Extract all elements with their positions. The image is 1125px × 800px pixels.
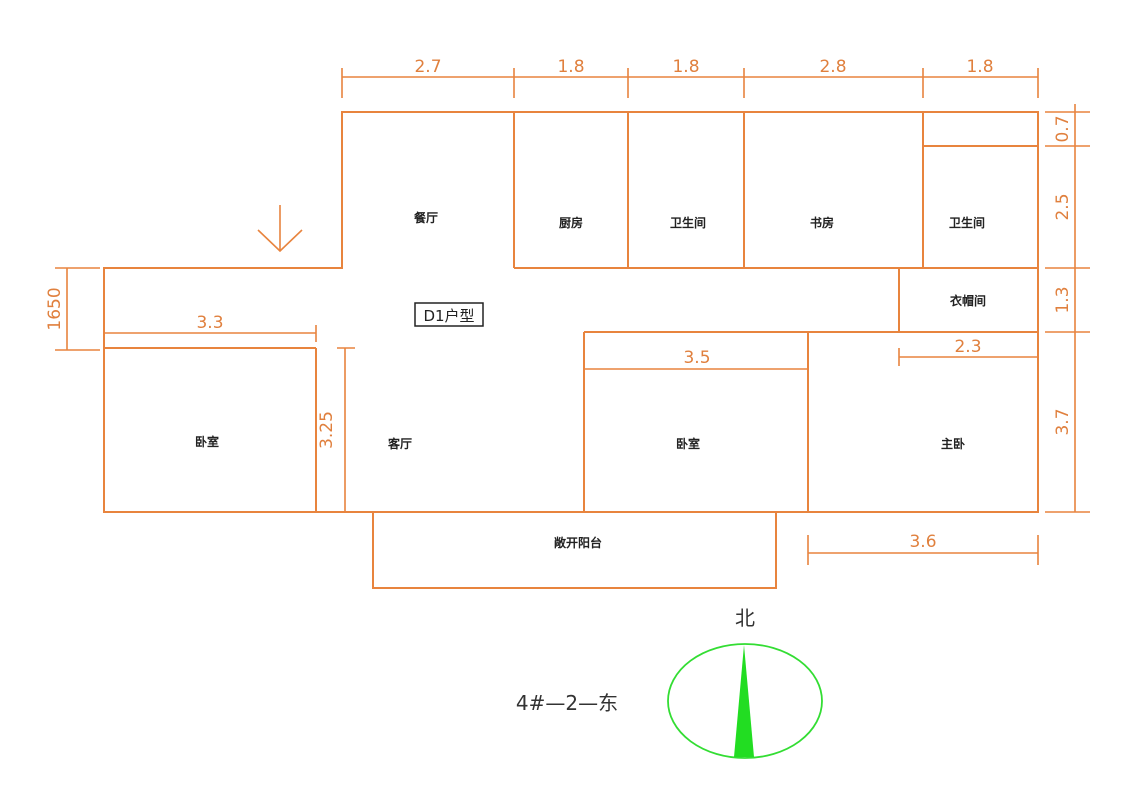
dim-top-4: 2.8: [819, 57, 846, 77]
dim-bedroom-mid: 3.5: [683, 348, 710, 368]
dim-ticks-top: [341, 68, 1039, 98]
balcony-wall: [372, 511, 777, 589]
dimensions: 2.7 1.8 1.8 2.8 1.8 0.7 2.5 1.3 3.7 1650…: [45, 57, 1090, 565]
entrance-arrow-icon: [257, 205, 303, 253]
dim-right-1: 0.7: [1053, 115, 1073, 142]
dim-top-2: 1.8: [557, 57, 584, 77]
dim-left: 1650: [45, 287, 65, 330]
walls: [103, 111, 1039, 589]
dim-right-3: 1.3: [1053, 286, 1073, 313]
room-bedroom-left: 卧室: [195, 434, 219, 449]
room-kitchen: 厨房: [559, 215, 583, 230]
room-living: 客厅: [387, 436, 412, 451]
dim-cloak: 2.3: [954, 337, 981, 357]
dim-top-1: 2.7: [414, 57, 441, 77]
dim-ticks-right: [1045, 111, 1090, 513]
dim-right-4: 3.7: [1053, 408, 1073, 435]
dim-living-depth: 3.25: [317, 411, 337, 449]
dim-bedroom-width: 3.3: [196, 313, 223, 333]
north-label: 北: [735, 606, 755, 630]
room-study: 书房: [810, 215, 834, 230]
unit-type-box: [414, 302, 484, 327]
dim-top-3: 1.8: [672, 57, 699, 77]
outer-wall: [103, 111, 1039, 513]
unit-type-label: D1户型: [423, 307, 474, 325]
room-labels: 餐厅 厨房 卫生间 书房 卫生间 衣帽间 卧室 客厅 卧室 主卧 敞开阳台: [195, 210, 986, 550]
dim-right-2: 2.5: [1053, 193, 1073, 220]
dim-master: 3.6: [909, 532, 936, 552]
room-balcony: 敞开阳台: [554, 535, 602, 550]
building-label: 4#—2—东: [516, 691, 618, 715]
north-compass-icon: [667, 643, 823, 759]
room-bathroom-2: 卫生间: [949, 215, 985, 230]
room-bathroom-1: 卫生间: [670, 215, 706, 230]
dim-top-5: 1.8: [966, 57, 993, 77]
room-bedroom-mid: 卧室: [676, 436, 700, 451]
room-dining: 餐厅: [414, 210, 438, 225]
room-cloakroom: 衣帽间: [950, 293, 986, 308]
room-master: 主卧: [941, 436, 965, 451]
